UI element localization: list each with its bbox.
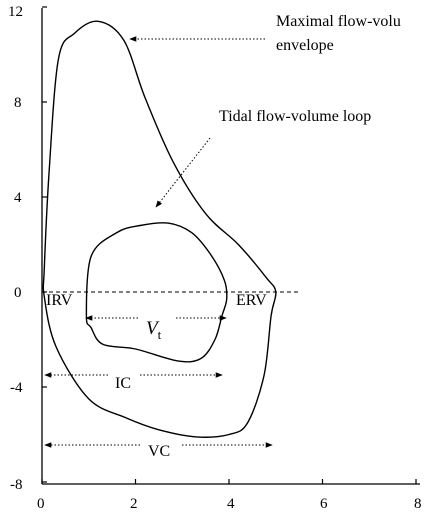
- x-tick-label-6: 6: [320, 496, 328, 512]
- x-tick-label-0: 0: [37, 496, 45, 512]
- tidal-annotation-arrow: [155, 137, 211, 208]
- x-tick-label-8: 8: [414, 496, 422, 512]
- y-tick-label-neg8: -8: [10, 477, 23, 493]
- x-tick-label-2: 2: [130, 496, 138, 512]
- y-tick-label-8: 8: [14, 95, 22, 111]
- x-axis-ticks: [41, 479, 417, 484]
- x-tick-label-4: 4: [227, 496, 235, 512]
- vt-label: Vt: [146, 318, 162, 342]
- vt-label-subscript: t: [158, 327, 162, 342]
- vc-label: VC: [148, 443, 170, 460]
- vt-label-main: V: [146, 318, 160, 339]
- ic-label: IC: [115, 375, 131, 392]
- y-axis-ticks: [42, 6, 47, 483]
- y-tick-label-0: 0: [14, 285, 22, 301]
- erv-label: ERV: [236, 292, 267, 309]
- maximal-envelope-label-line2: envelope: [276, 37, 334, 54]
- tidal-loop-label: Tidal flow-volume loop: [219, 108, 371, 125]
- y-tick-label-neg4: -4: [10, 380, 23, 396]
- y-tick-label-4: 4: [14, 190, 22, 206]
- maximal-flow-volume-envelope: [42, 20, 277, 438]
- tidal-flow-volume-loop: [85, 222, 228, 363]
- maximal-envelope-label-line1: Maximal flow-volu: [276, 13, 401, 30]
- irv-label: IRV: [46, 292, 73, 309]
- y-tick-label-12: 12: [8, 4, 23, 20]
